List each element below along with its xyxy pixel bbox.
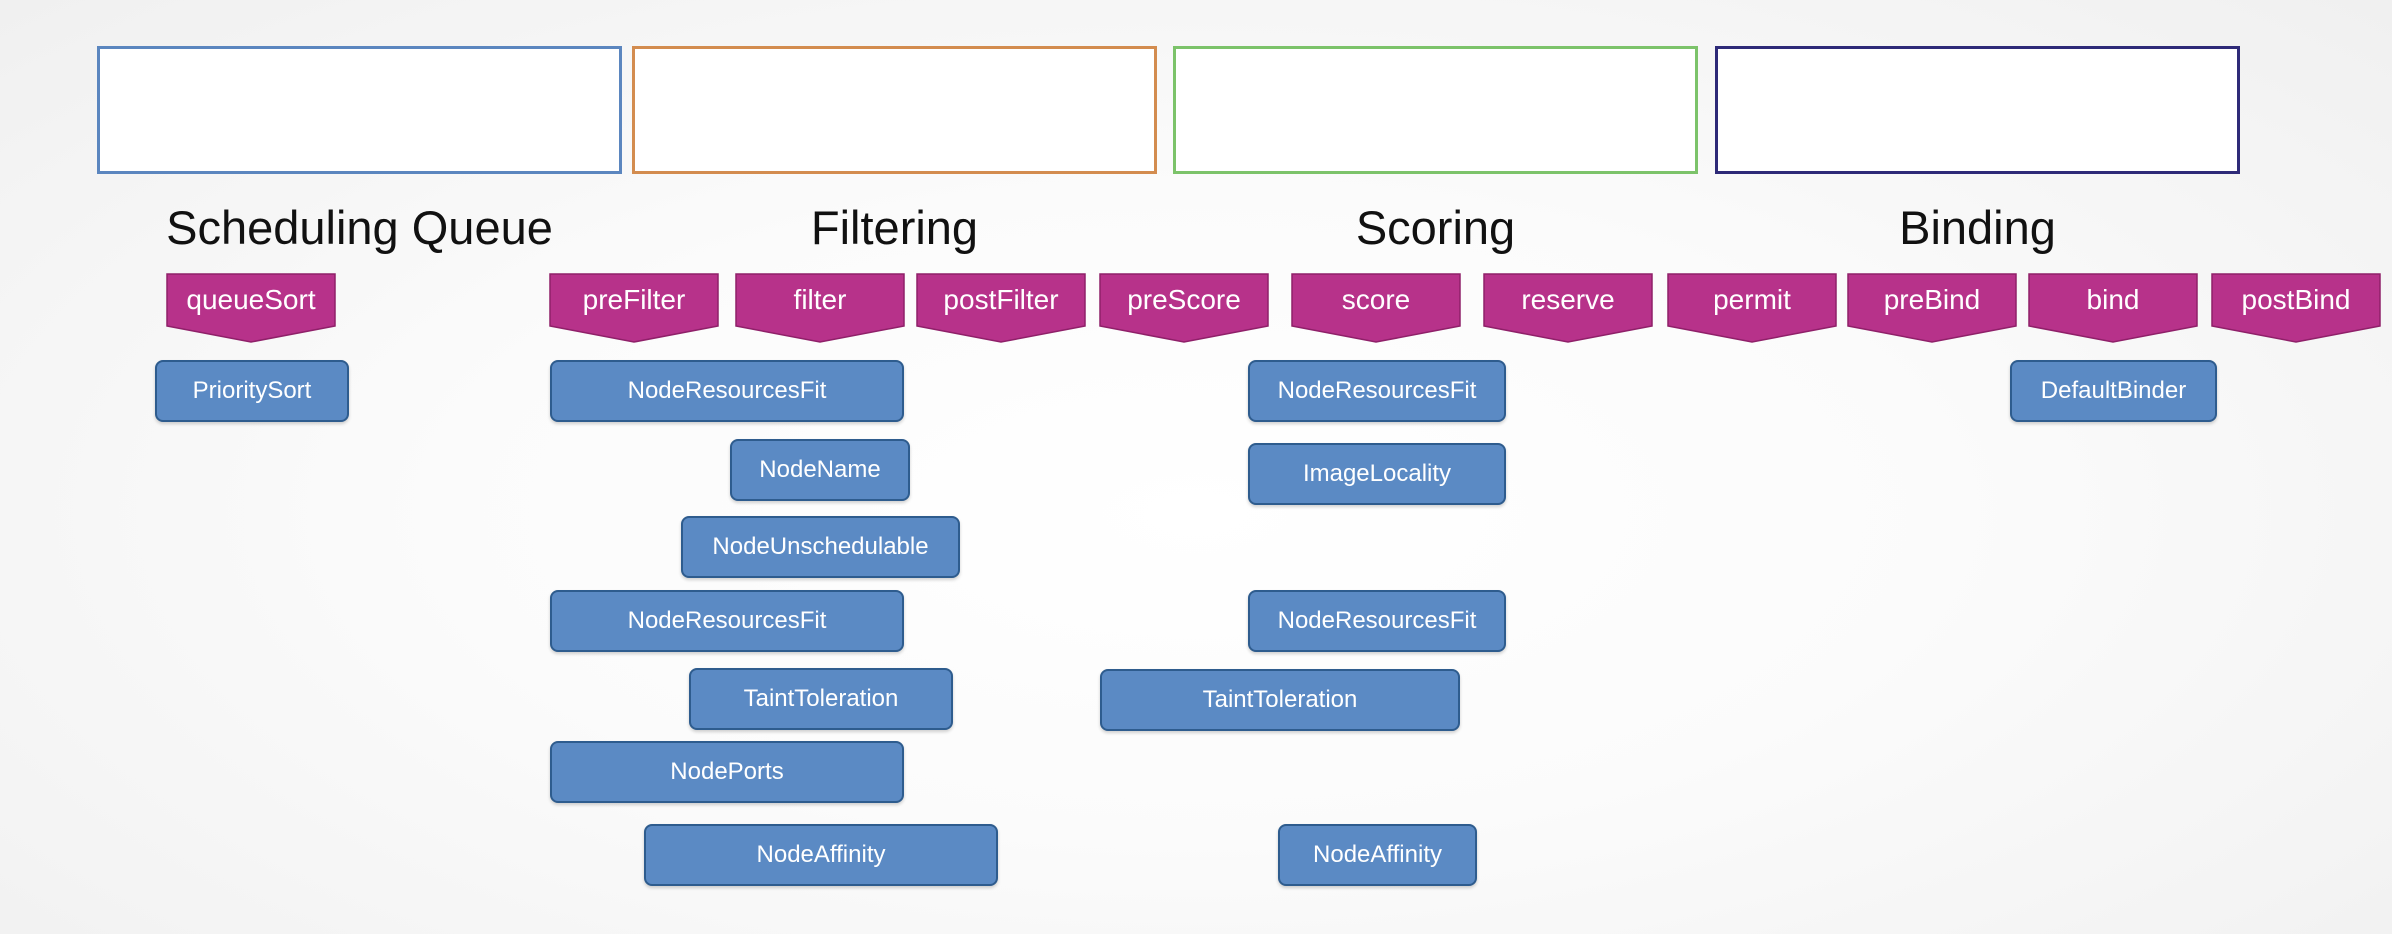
plugin-node-resources-fit-filter: NodeResourcesFit	[550, 590, 904, 652]
extension-point-prefilter: preFilter	[549, 273, 719, 343]
scheduling-queue-box	[97, 46, 622, 174]
plugin-priority-sort: PrioritySort	[155, 360, 349, 422]
extension-point-reserve-label: reserve	[1521, 284, 1615, 315]
plugin-image-locality: ImageLocality	[1248, 443, 1506, 505]
extension-point-score-shape	[1291, 273, 1461, 343]
extension-point-postfilter-shape	[916, 273, 1086, 343]
extension-point-bind: bind	[2028, 273, 2198, 343]
plugin-node-resources-fit-score: NodeResourcesFit	[1248, 360, 1506, 422]
extension-point-prescore-shape	[1099, 273, 1269, 343]
plugin-taint-toleration-score: TaintToleration	[1100, 669, 1460, 731]
extension-point-filter-label: filter	[793, 284, 847, 315]
extension-point-postfilter-label: postFilter	[943, 284, 1059, 315]
plugin-node-ports: NodePorts	[550, 741, 904, 803]
extension-point-postfilter: postFilter	[916, 273, 1086, 343]
extension-point-permit: permit	[1667, 273, 1837, 343]
extension-point-prescore-label: preScore	[1127, 284, 1241, 315]
extension-point-prefilter-label: preFilter	[582, 284, 686, 315]
extension-point-filter: filter	[735, 273, 905, 343]
extension-point-queuesort-shape	[166, 273, 336, 343]
extension-point-postbind-label: postBind	[2241, 284, 2351, 315]
plugin-node-unschedulable: NodeUnschedulable	[681, 516, 960, 578]
scoring-box	[1173, 46, 1698, 174]
stage-label-scheduling-queue: Scheduling Queue	[166, 201, 553, 254]
extension-point-bind-label: bind	[2086, 284, 2140, 315]
filtering-box	[632, 46, 1157, 174]
extension-point-score-label: score	[1341, 284, 1411, 315]
extension-point-permit-label: permit	[1713, 284, 1791, 315]
extension-point-prebind-label: preBind	[1883, 284, 1981, 315]
extension-point-bind-shape	[2028, 273, 2198, 343]
stage-label-scoring: Scoring	[1355, 201, 1516, 254]
plugin-node-affinity-score: NodeAffinity	[1278, 824, 1477, 886]
extension-point-queuesort-label: queueSort	[186, 284, 316, 315]
extension-point-postbind-shape	[2211, 273, 2381, 343]
extension-point-reserve-shape	[1483, 273, 1653, 343]
plugin-node-resources-fit-prefilter: NodeResourcesFit	[550, 360, 904, 422]
extension-point-reserve: reserve	[1483, 273, 1653, 343]
extension-point-postbind: postBind	[2211, 273, 2381, 343]
plugin-taint-toleration-filter: TaintToleration	[689, 668, 953, 730]
extension-point-prebind: preBind	[1847, 273, 2017, 343]
plugin-node-name: NodeName	[730, 439, 910, 501]
extension-point-score: score	[1291, 273, 1461, 343]
extension-point-permit-shape	[1667, 273, 1837, 343]
plugin-default-binder: DefaultBinder	[2010, 360, 2217, 422]
extension-point-prescore: preScore	[1099, 273, 1269, 343]
extension-point-prebind-shape	[1847, 273, 2017, 343]
plugin-node-resources-fit-score-2: NodeResourcesFit	[1248, 590, 1506, 652]
extension-point-queuesort: queueSort	[166, 273, 336, 343]
stage-label-filtering: Filtering	[810, 201, 979, 254]
plugin-node-affinity-filter: NodeAffinity	[644, 824, 998, 886]
extension-point-filter-shape	[735, 273, 905, 343]
stage-label-binding: Binding	[1899, 201, 2056, 254]
binding-box	[1715, 46, 2240, 174]
extension-point-prefilter-shape	[549, 273, 719, 343]
